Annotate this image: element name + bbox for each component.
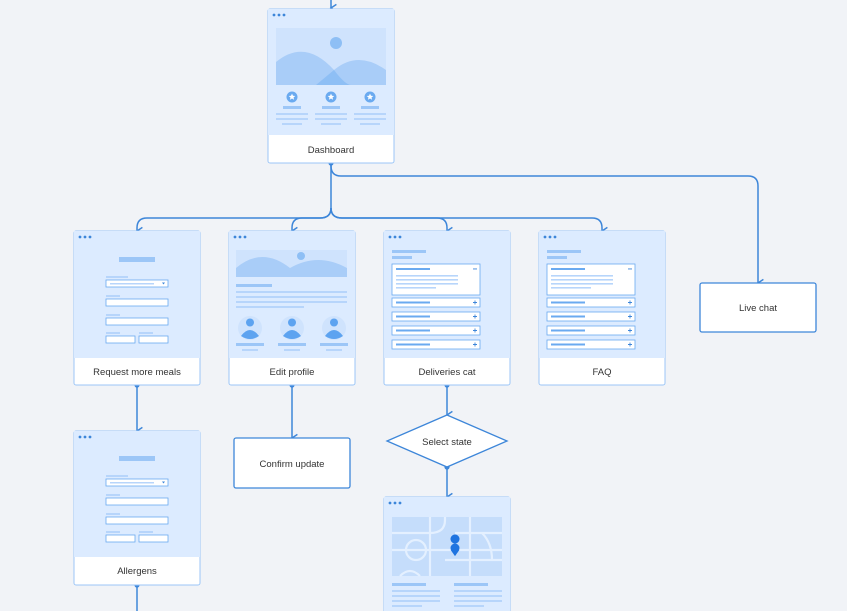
window-dots-icon (272, 13, 286, 17)
minus-icon (628, 268, 632, 270)
plus-icon (628, 328, 632, 333)
screen-map[interactable] (383, 496, 511, 611)
connector-dashboard-to-deliveries-cat (330, 207, 453, 236)
window-dots-icon (388, 501, 402, 505)
image-placeholder-icon (276, 28, 386, 86)
plus-icon (473, 300, 477, 305)
node-confirm-update[interactable]: Confirm update (233, 437, 351, 489)
window-dots-icon (78, 235, 92, 239)
connectors (135, 0, 764, 611)
screen-label-faq: FAQ (592, 367, 611, 378)
screen-label-request-more-meals: Request more meals (93, 367, 181, 378)
screen-deliveries-cat[interactable]: Deliveries cat (383, 230, 511, 386)
window-dots-icon (388, 235, 402, 239)
avatar-icon (238, 316, 346, 340)
node-label-live-chat: Live chat (739, 303, 777, 314)
star-badge-icon (286, 91, 376, 103)
node-label-confirm-update: Confirm update (260, 459, 325, 470)
screen-label-edit-profile: Edit profile (270, 367, 315, 378)
accordion-item-collapsed (391, 297, 481, 350)
node-label-select-state: Select state (422, 437, 472, 448)
plus-icon (628, 314, 632, 319)
screen-label-deliveries-cat: Deliveries cat (418, 367, 475, 378)
map-illustration (392, 517, 502, 577)
node-live-chat[interactable]: Live chat (699, 282, 817, 333)
accordion-item-collapsed (546, 297, 636, 350)
window-dots-icon (78, 435, 92, 439)
window-dots-icon (543, 235, 557, 239)
screen-faq[interactable]: FAQ (538, 230, 666, 386)
plus-icon (473, 342, 477, 347)
chevron-down-icon (162, 481, 165, 484)
screen-label-allergens: Allergens (117, 566, 157, 577)
screen-allergens[interactable]: Allergens (73, 430, 201, 586)
node-select-state[interactable]: Select state (385, 414, 509, 468)
chevron-down-icon (162, 282, 165, 285)
plus-icon (628, 300, 632, 305)
connector-dashboard-to-live-chat (330, 163, 764, 288)
minus-icon (473, 268, 477, 270)
window-dots-icon (233, 235, 247, 239)
screen-request-more-meals[interactable]: Request more meals (73, 230, 201, 386)
plus-icon (473, 328, 477, 333)
connector-dashboard-to-edit-profile (290, 207, 332, 236)
plus-icon (628, 342, 632, 347)
screen-label-dashboard: Dashboard (308, 145, 354, 156)
connector-dashboard-to-faq (330, 207, 608, 236)
plus-icon (473, 314, 477, 319)
screen-dashboard[interactable]: Dashboard (267, 8, 395, 164)
screen-edit-profile[interactable]: Edit profile (228, 230, 356, 386)
connector-dashboard-to-request-more-meals (135, 207, 332, 236)
image-placeholder-icon (236, 250, 347, 277)
